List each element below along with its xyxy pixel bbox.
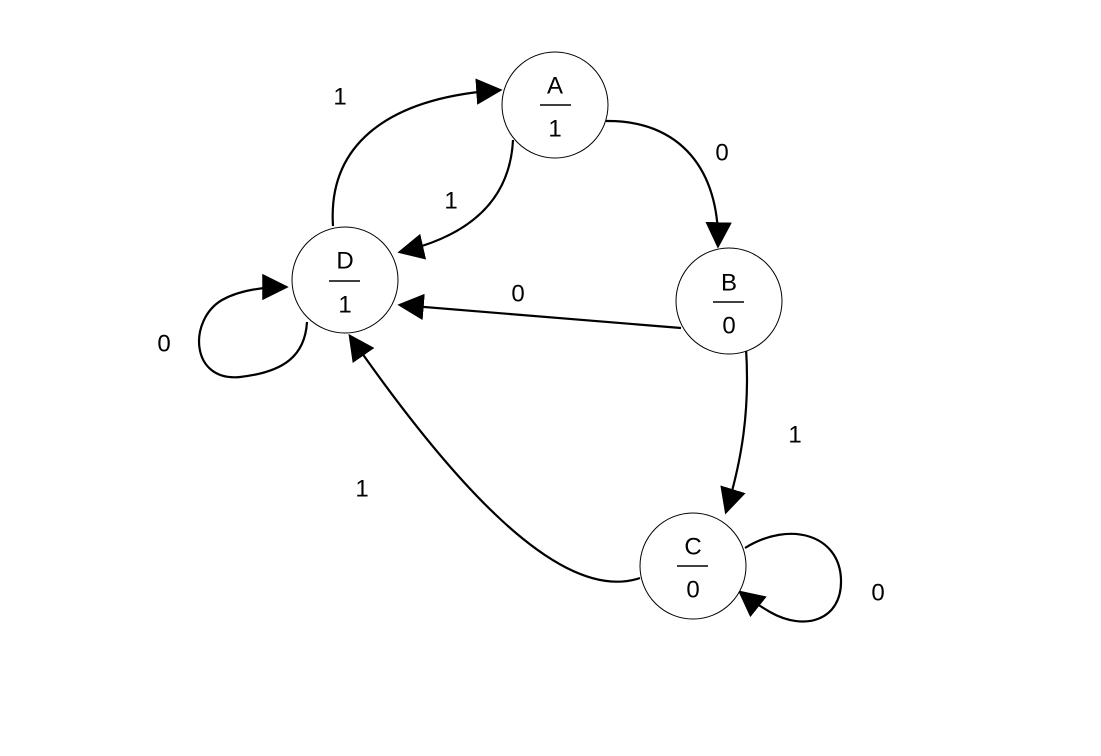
edge-c-self-loop xyxy=(737,532,843,623)
edge-label-d-self-loop: 0 xyxy=(157,331,170,358)
edge-label-c-to-d: 1 xyxy=(355,476,368,503)
state-node-c: C 0 xyxy=(639,512,747,620)
edge-label-b-to-d: 0 xyxy=(511,281,524,308)
edges xyxy=(198,78,843,623)
edge-b-to-d xyxy=(397,293,682,330)
state-node-b: B 0 xyxy=(675,247,783,355)
edge-a-to-d xyxy=(397,139,515,260)
edge-a-to-b xyxy=(605,119,732,249)
state-name-c: C xyxy=(684,534,701,561)
state-circle-d xyxy=(291,226,399,334)
edge-label-b-to-c: 1 xyxy=(788,422,801,449)
state-node-a: A 1 xyxy=(501,51,609,159)
state-node-d: D 1 xyxy=(291,226,399,334)
state-name-b: B xyxy=(721,270,737,297)
state-name-a: A xyxy=(547,73,563,100)
state-output-b: 0 xyxy=(722,313,735,340)
state-output-d: 1 xyxy=(338,292,351,319)
edge-b-to-c xyxy=(720,347,749,515)
state-output-a: 1 xyxy=(548,116,561,143)
state-output-c: 0 xyxy=(686,577,699,604)
edge-d-self-loop xyxy=(198,273,309,379)
edge-labels: 1 1 0 0 1 1 0 0 xyxy=(157,84,884,607)
edge-label-d-to-a: 1 xyxy=(333,84,346,111)
state-circle-b xyxy=(675,247,783,355)
edge-label-c-self-loop: 0 xyxy=(871,580,884,607)
edge-c-to-d xyxy=(348,333,641,583)
edge-label-a-to-b: 0 xyxy=(715,140,728,167)
edge-label-a-to-d: 1 xyxy=(444,188,457,215)
edge-d-to-a xyxy=(331,78,503,227)
state-name-d: D xyxy=(336,248,353,275)
